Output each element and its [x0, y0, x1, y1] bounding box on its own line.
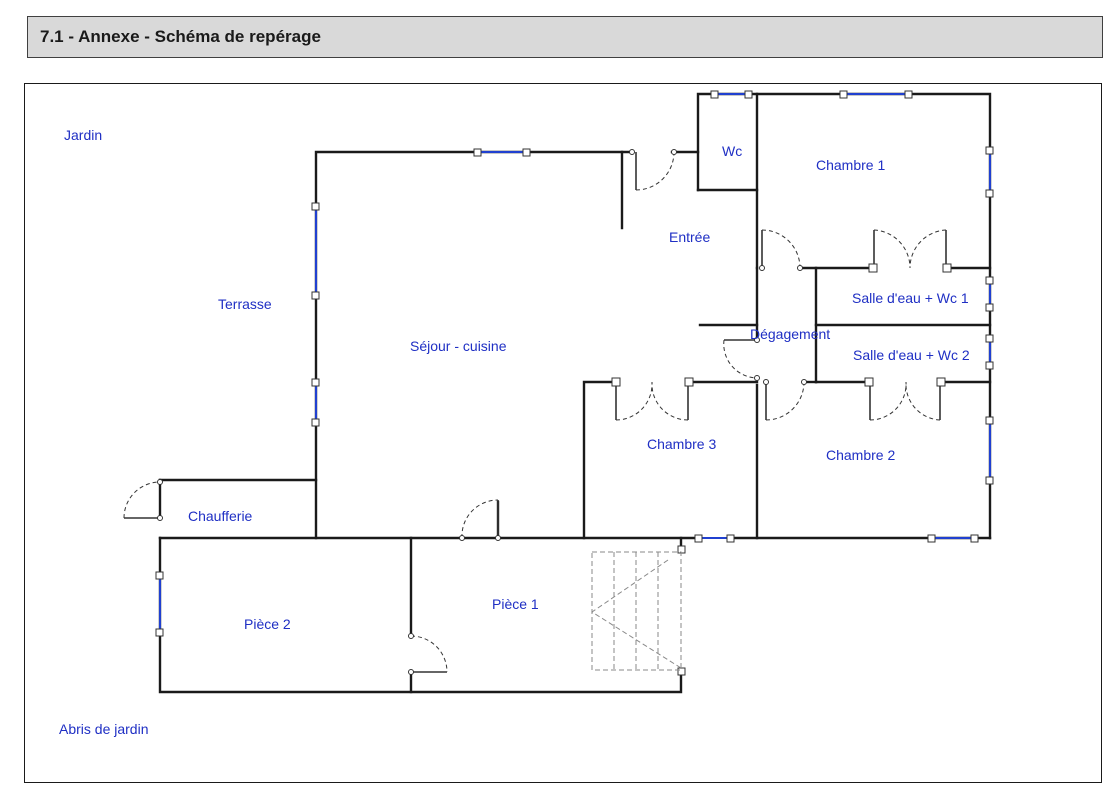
- label-salle1: Salle d'eau + Wc 1: [852, 290, 969, 306]
- room-labels: Jardin Terrasse Séjour - cuisine Entrée …: [59, 127, 970, 737]
- label-jardin: Jardin: [64, 127, 102, 143]
- label-entree: Entrée: [669, 229, 710, 245]
- walls: [158, 92, 992, 694]
- label-abris: Abris de jardin: [59, 721, 149, 737]
- label-degagement: Dégagement: [750, 326, 830, 342]
- section-title: 7.1 - Annexe - Schéma de repérage: [40, 27, 321, 46]
- label-chambre3: Chambre 3: [647, 436, 716, 452]
- label-terrasse: Terrasse: [218, 296, 272, 312]
- label-piece2: Pièce 2: [244, 616, 291, 632]
- label-salle2: Salle d'eau + Wc 2: [853, 347, 970, 363]
- windows: [155, 90, 994, 676]
- label-chambre1: Chambre 1: [816, 157, 885, 173]
- label-chaufferie: Chaufferie: [188, 508, 253, 524]
- label-sejour: Séjour - cuisine: [410, 338, 507, 354]
- label-chambre2: Chambre 2: [826, 447, 895, 463]
- label-piece1: Pièce 1: [492, 596, 539, 612]
- label-wc: Wc: [722, 143, 742, 159]
- staircase: [591, 551, 682, 671]
- floor-plan-frame: [24, 83, 1102, 783]
- section-header: 7.1 - Annexe - Schéma de repérage: [27, 16, 1103, 58]
- doors: [123, 149, 952, 675]
